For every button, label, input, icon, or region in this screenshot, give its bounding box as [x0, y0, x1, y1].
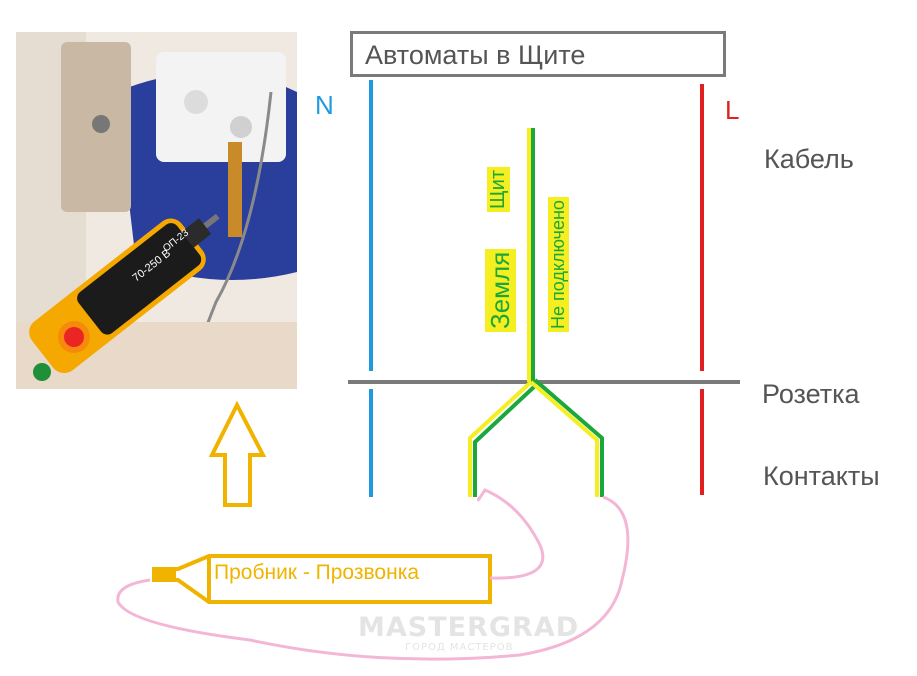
contacts-label: Контакты — [763, 461, 880, 491]
ground-branch-right-yellow — [529, 380, 599, 497]
line-label: L — [725, 95, 740, 125]
not-connected-vertical-label: Не подключено — [548, 197, 569, 332]
watermark-logo: MASTERGRAD — [358, 612, 580, 643]
tester-photo: 70-250 В ОП-23 — [16, 32, 297, 389]
probe-tip — [152, 569, 176, 580]
breaker-panel-box: Автоматы в Щите — [350, 31, 726, 77]
ground-branch-left-yellow — [468, 380, 533, 497]
socket-label: Розетка — [762, 379, 860, 409]
ground-branch-right-green — [533, 378, 604, 497]
ground-vertical-label: Земля — [485, 248, 516, 332]
watermark-subtitle: ГОРОД МАСТЕРОВ — [405, 642, 514, 653]
ground-branch-left-green — [473, 384, 537, 497]
probe-lead-wire — [116, 488, 630, 661]
cable-label: Кабель — [764, 144, 854, 174]
probe-label: Пробник - Прозвонка — [214, 561, 420, 584]
breaker-panel-label: Автоматы в Щите — [365, 40, 586, 70]
panel-vertical-label: Щит — [487, 166, 510, 212]
tester-photo-illustration: 70-250 В ОП-23 — [16, 32, 297, 389]
neutral-label: N — [315, 90, 334, 120]
up-arrow-icon — [208, 400, 267, 507]
